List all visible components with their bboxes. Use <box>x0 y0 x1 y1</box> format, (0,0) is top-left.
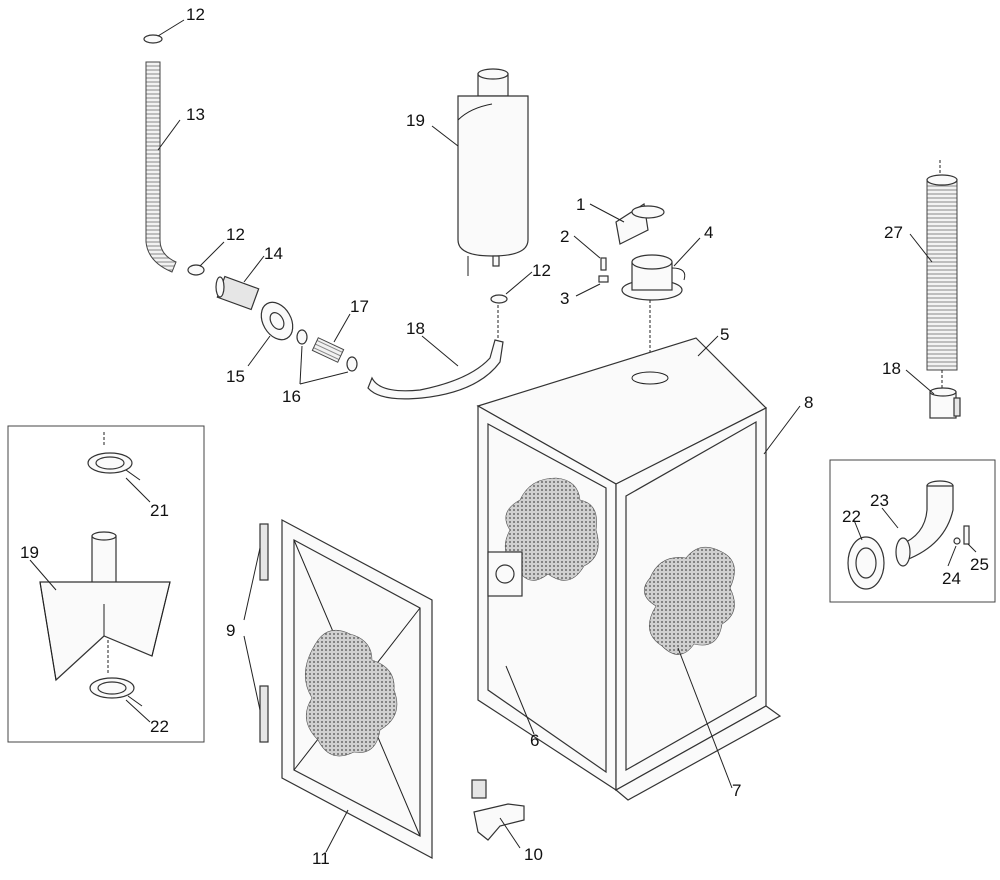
hinge-9-upper <box>259 523 269 581</box>
clamps-16 <box>296 329 358 372</box>
bolt-2 <box>600 257 607 271</box>
callout-3: 3 <box>560 289 569 308</box>
hinge-9-lower <box>259 685 269 743</box>
callout-9: 9 <box>226 621 235 640</box>
mesh-panel-6 <box>504 477 599 581</box>
clamp-20 <box>929 387 961 419</box>
exhaust-funnel-21 <box>39 531 171 682</box>
nut-3 <box>598 275 609 283</box>
washer-25 <box>953 537 961 545</box>
bracket-1 <box>615 202 665 245</box>
flex-hose-13 <box>145 61 177 273</box>
gasket-23 <box>847 536 885 590</box>
callout-22-lower: 22 <box>150 717 169 736</box>
callout-17: 17 <box>350 297 369 316</box>
callout-2: 2 <box>560 227 569 246</box>
clamp-22-upper <box>87 452 141 481</box>
bellows-17 <box>311 337 345 363</box>
callout-27: 27 <box>884 223 903 242</box>
callout-12-mid: 12 <box>226 225 245 244</box>
rain-cap-4 <box>621 254 686 301</box>
callout-8: 8 <box>804 393 813 412</box>
leader-lines <box>29 19 977 853</box>
callout-16: 16 <box>282 387 301 406</box>
inset-frame-left <box>7 425 205 743</box>
callout-23: 22 <box>842 507 861 526</box>
muffler-19 <box>457 68 529 276</box>
flex-tube-27 <box>926 174 958 371</box>
exhaust-port <box>487 551 523 597</box>
latch-10 <box>471 779 525 841</box>
pipe-18 <box>367 339 504 400</box>
clamp-22-lower <box>89 677 143 707</box>
callout-5: 5 <box>720 325 729 344</box>
callout-4: 4 <box>704 223 713 242</box>
clamp-12-top <box>143 34 163 44</box>
inset-frame-right <box>829 459 996 603</box>
flange-15 <box>260 301 294 341</box>
clamp-12-mid <box>187 264 205 276</box>
callout-12-top: 12 <box>186 5 205 24</box>
callout-21: 19 <box>20 543 39 562</box>
callout-1: 1 <box>576 195 585 214</box>
callout-6: 6 <box>530 731 539 750</box>
clamp-12-right <box>490 294 508 304</box>
callout-7: 7 <box>732 781 741 800</box>
callout-24: 23 <box>870 491 889 510</box>
callout-13: 13 <box>186 105 205 124</box>
bolt-26 <box>963 525 970 545</box>
mesh-panel-7 <box>643 546 735 655</box>
callout-26: 25 <box>970 555 989 574</box>
elbow-24 <box>895 480 954 567</box>
callout-11: 11 <box>312 849 330 868</box>
callout-10: 10 <box>524 845 543 864</box>
callout-22-upper: 21 <box>150 501 169 520</box>
callout-19: 19 <box>406 111 425 130</box>
mesh-panel-door <box>304 629 398 757</box>
connector-14 <box>215 275 260 311</box>
callout-15: 15 <box>226 367 245 386</box>
callout-20: 18 <box>882 359 901 378</box>
callout-14: 14 <box>264 244 283 263</box>
callout-18: 18 <box>406 319 425 338</box>
callout-25: 24 <box>942 569 961 588</box>
callout-12-right: 12 <box>532 261 551 280</box>
